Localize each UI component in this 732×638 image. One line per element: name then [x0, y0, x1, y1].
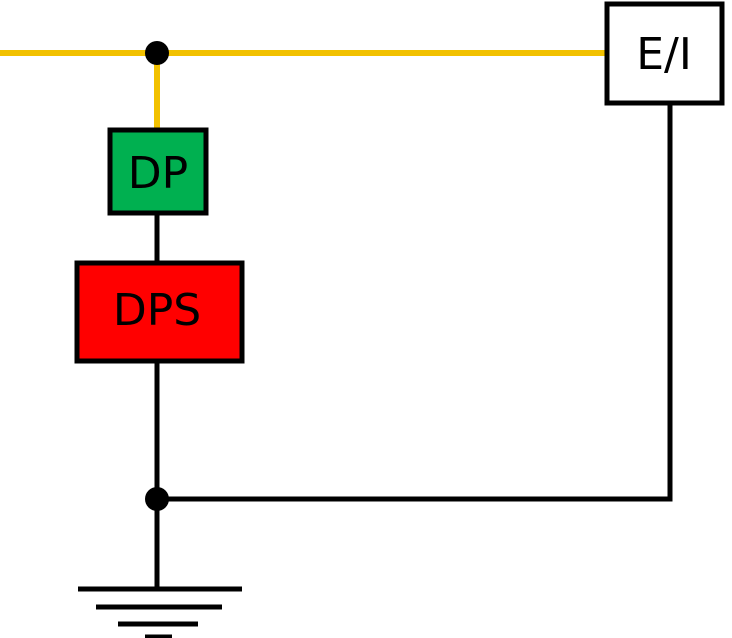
dps-box: DPS — [74, 260, 245, 364]
dp-box-frame — [107, 127, 209, 216]
ei-box-frame — [604, 1, 725, 106]
dps-box-frame — [74, 260, 245, 364]
dp-box: DP — [107, 127, 209, 216]
ei-label: E/I — [636, 29, 692, 80]
junction-dot-bottom — [145, 487, 169, 511]
wire-ei-to-ground-node — [157, 103, 673, 502]
ground-icon — [78, 586, 242, 638]
ei-box: E/I — [604, 1, 725, 106]
dps-label: DPS — [113, 285, 201, 336]
junction-dot-top — [145, 41, 169, 65]
dp-label: DP — [128, 148, 188, 199]
